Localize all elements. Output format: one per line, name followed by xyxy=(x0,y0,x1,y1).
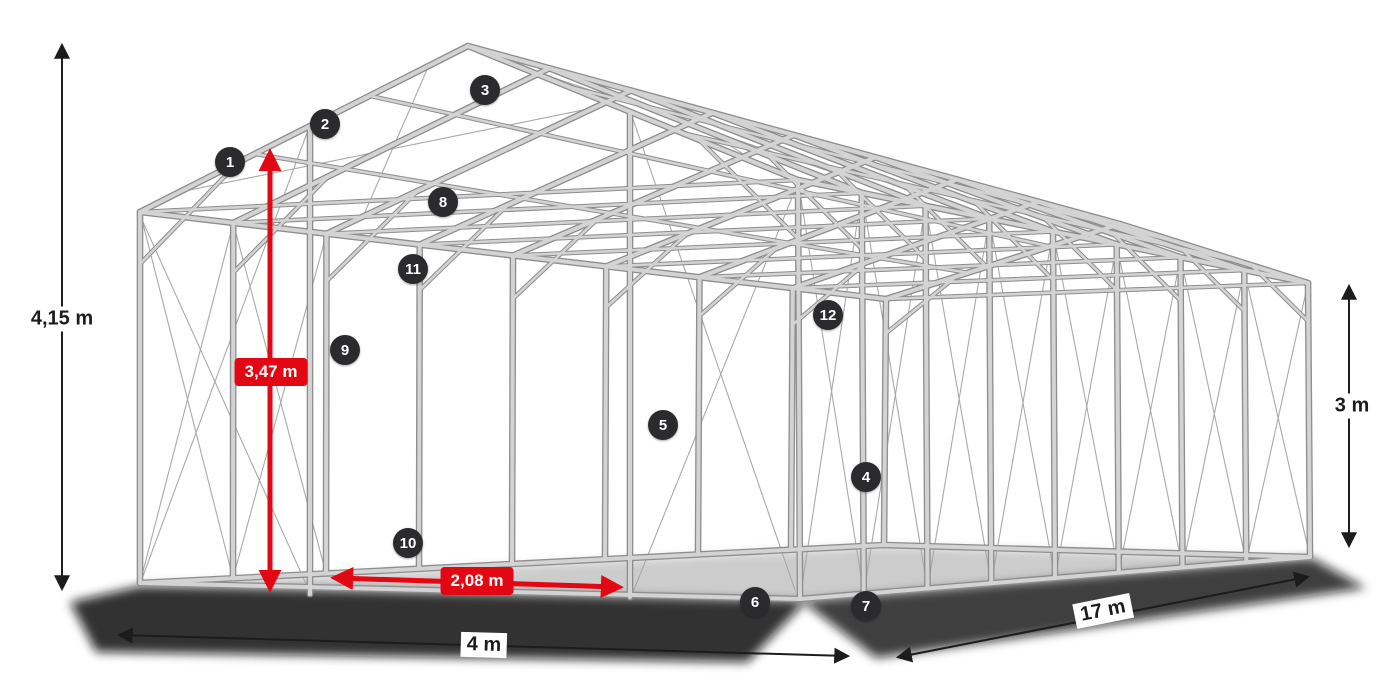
part-badge-7: 7 xyxy=(851,591,881,621)
side-wall-height-label: 3 m xyxy=(1328,393,1376,419)
part-badge-8: 8 xyxy=(428,187,458,217)
part-badge-1: 1 xyxy=(215,147,245,177)
part-badge-5: 5 xyxy=(648,410,678,440)
part-badge-12: 12 xyxy=(813,300,843,330)
part-badge-2: 2 xyxy=(310,109,340,139)
part-badge-4: 4 xyxy=(851,462,881,492)
bay-spacing-label: 2,08 m xyxy=(440,567,514,595)
clear-height-label: 3,47 m xyxy=(234,358,308,386)
part-badge-9: 9 xyxy=(330,335,360,365)
part-badge-10: 10 xyxy=(393,528,423,558)
part-badge-3: 3 xyxy=(470,75,500,105)
part-badge-11: 11 xyxy=(398,254,428,284)
part-badge-6: 6 xyxy=(740,587,770,617)
frame-tubes xyxy=(136,42,1314,603)
width-label: 4 m xyxy=(460,631,508,659)
overall-height-label: 4,15 m xyxy=(24,306,100,332)
